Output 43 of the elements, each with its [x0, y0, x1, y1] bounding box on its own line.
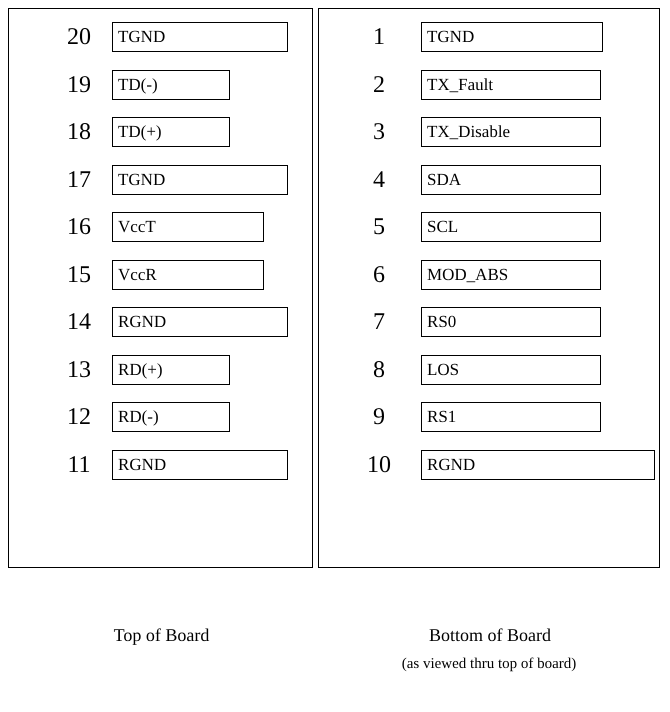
- pin-number: 11: [66, 450, 92, 480]
- pin-number: 9: [372, 403, 386, 432]
- pin-signal-label: RS1: [421, 402, 601, 432]
- pin-number: 18: [66, 118, 92, 147]
- pin-signal-label: TGND: [112, 22, 288, 52]
- panel-caption: Bottom of Board: [428, 625, 552, 646]
- pin-signal-label: VccT: [112, 212, 264, 242]
- panel-caption: Top of Board: [112, 625, 210, 646]
- pin-number: 7: [372, 308, 386, 337]
- pin-signal-label: TGND: [421, 22, 603, 52]
- pin-signal-label: RGND: [112, 450, 288, 480]
- pin-signal-label: RS0: [421, 307, 601, 337]
- pin-signal-label: TD(-): [112, 70, 230, 100]
- pin-number: 2: [372, 70, 386, 100]
- pin-signal-label: LOS: [421, 354, 601, 384]
- pin-number: 4: [372, 166, 386, 194]
- pin-signal-label: RGND: [421, 450, 655, 480]
- pin-signal-label: RD(-): [112, 402, 230, 432]
- pin-number: 3: [372, 118, 386, 147]
- pin-number: 1: [372, 23, 386, 52]
- pin-signal-label: SCL: [421, 212, 601, 242]
- pin-signal-label: TX_Disable: [421, 117, 601, 147]
- caption-note: (as viewed thru top of board): [400, 656, 578, 673]
- pin-number: 20: [66, 23, 92, 52]
- pin-signal-label: TX_Fault: [421, 70, 601, 100]
- pin-signal-label: TGND: [112, 164, 288, 194]
- pin-signal-label: RD(+): [112, 354, 230, 384]
- pin-number: 5: [372, 213, 386, 242]
- pin-signal-label: SDA: [421, 164, 601, 194]
- pin-signal-label: VccR: [112, 260, 264, 290]
- pin-number: 10: [366, 450, 392, 480]
- pin-signal-label: RGND: [112, 307, 288, 337]
- pin-number: 13: [66, 356, 92, 384]
- pin-number: 12: [66, 403, 92, 432]
- pin-number: 8: [372, 356, 386, 384]
- pin-number: 19: [66, 70, 92, 100]
- pin-signal-label: MOD_ABS: [421, 260, 601, 290]
- pin-number: 17: [66, 166, 92, 194]
- pin-number: 14: [66, 308, 92, 337]
- pin-number: 6: [372, 260, 386, 290]
- pin-number: 16: [66, 213, 92, 242]
- pin-signal-label: TD(+): [112, 117, 230, 147]
- pin-number: 15: [66, 260, 92, 290]
